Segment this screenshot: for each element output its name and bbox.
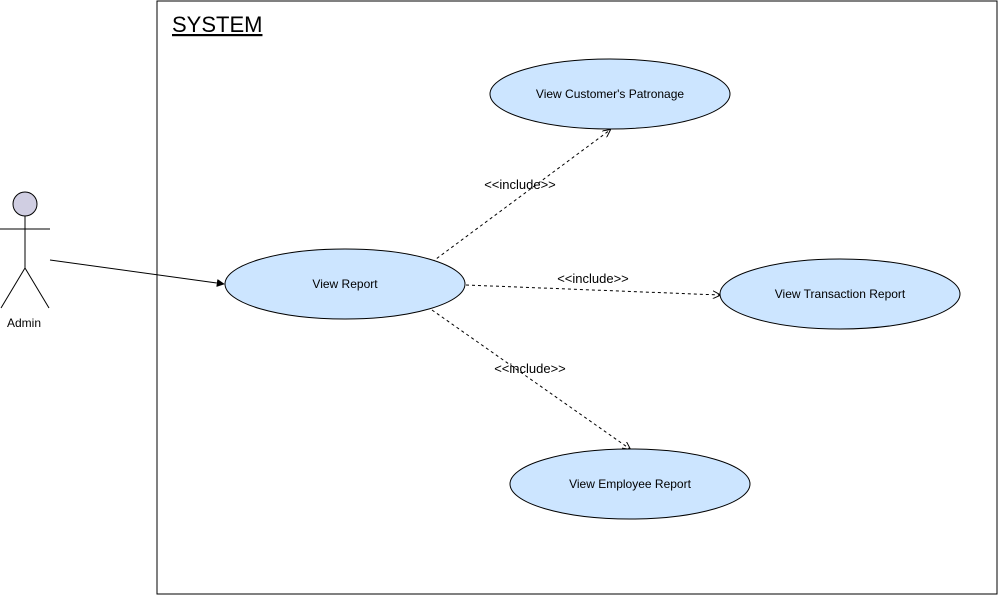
admin-actor[interactable]: Admin bbox=[0, 191, 50, 330]
use-case-view-employee-report[interactable]: View Employee Report bbox=[509, 448, 751, 520]
system-boundary bbox=[156, 0, 998, 595]
use-case-customer-patronage-shape bbox=[489, 58, 731, 130]
use-case-view-report[interactable]: View Report bbox=[224, 248, 466, 320]
include-arrow-customer-patronage bbox=[431, 130, 610, 263]
use-case-view-customer-patronage[interactable]: View Customer's Patronage bbox=[489, 58, 731, 130]
system-title: SYSTEM bbox=[172, 12, 262, 37]
use-case-transaction-report-shape bbox=[719, 258, 961, 330]
include-arrow-transaction-report bbox=[465, 284, 720, 295]
actor-head bbox=[12, 191, 38, 217]
association-admin-view-report bbox=[49, 259, 225, 287]
use-case-transaction-report-label: View Transaction Report bbox=[775, 287, 906, 301]
include-arrow-employee-report bbox=[431, 309, 630, 449]
actor-label: Admin bbox=[7, 316, 41, 330]
use-case-customer-patronage-label: View Customer's Patronage bbox=[536, 87, 684, 101]
use-case-employee-report-shape bbox=[509, 448, 751, 520]
include-label-customer-patronage: <<include>> bbox=[484, 177, 556, 192]
use-case-view-report-label: View Report bbox=[312, 277, 378, 291]
actor-left-leg bbox=[0, 267, 26, 309]
include-label-transaction-report: <<include>> bbox=[557, 271, 629, 286]
include-label-employee-report: <<include>> bbox=[494, 361, 566, 376]
actor-right-leg bbox=[24, 267, 50, 309]
use-case-employee-report-label: View Employee Report bbox=[569, 477, 692, 491]
use-case-view-transaction-report[interactable]: View Transaction Report bbox=[719, 258, 961, 330]
use-case-view-report-shape bbox=[224, 248, 466, 320]
